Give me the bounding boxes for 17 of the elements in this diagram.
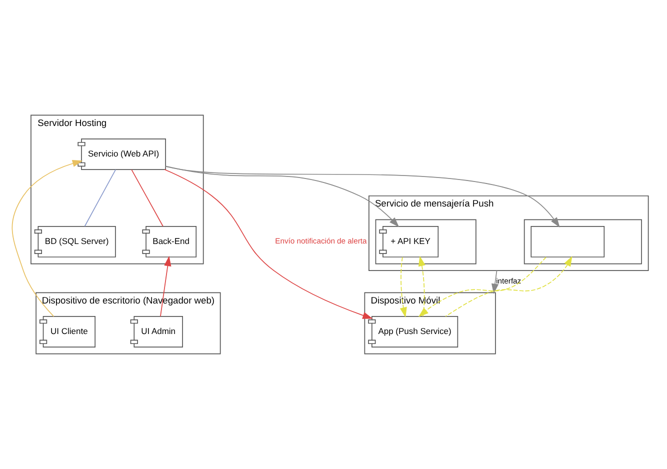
arrow — [400, 256, 407, 318]
arrow — [165, 166, 400, 228]
cluster — [375, 219, 476, 264]
node-box — [530, 226, 605, 258]
arrow — [160, 256, 172, 317]
edge-label: Envío notificación de alerta — [275, 236, 367, 246]
arrow — [491, 270, 499, 294]
arrow — [12, 160, 83, 317]
arrow — [418, 256, 426, 317]
arrow — [165, 166, 560, 228]
connector — [84, 169, 116, 227]
arrow — [418, 256, 546, 317]
connector — [131, 169, 164, 227]
cluster — [524, 219, 642, 264]
arrow — [445, 256, 572, 317]
edge-label: interfaz — [496, 276, 522, 286]
arrow — [164, 169, 373, 319]
